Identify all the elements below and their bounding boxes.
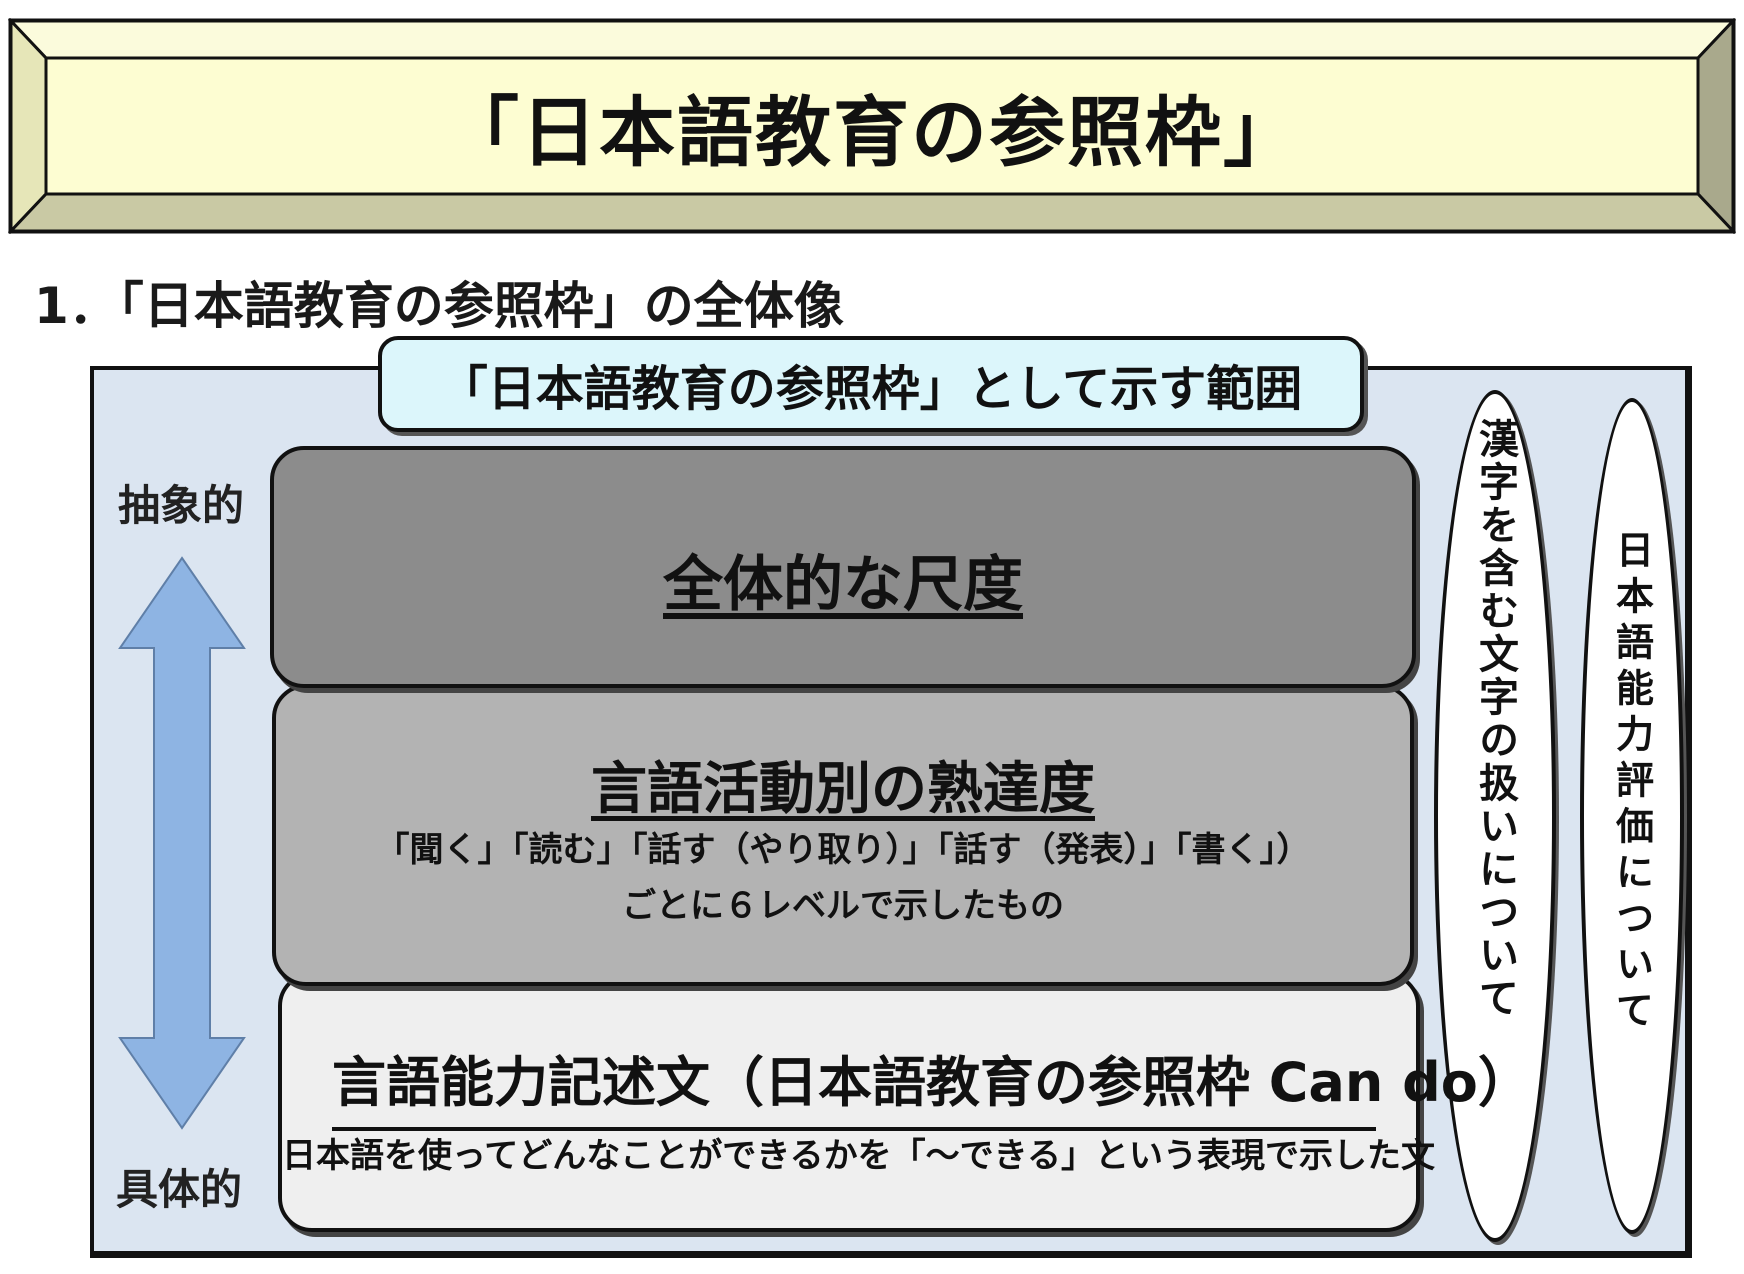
kanji-note-oval: 漢字を含む文字の扱いについて [1434,390,1556,1242]
cando-description: 日本語を使ってどんなことができるかを「～できる」という表現で示した文 [282,1136,1435,1176]
abstract-label: 抽象的 [118,481,245,530]
banner-bevel-frame [8,18,1736,234]
global-scale-layer: 全体的な尺度 [270,446,1416,688]
activity-proficiency-layer: 言語活動別の熟達度 「聞く」「読む」「話す（やり取り）」「話す（発表）」「書く」… [272,684,1414,986]
title-banner: 「日本語教育の参照枠」 [8,18,1736,234]
activity-proficiency-title: 言語活動別の熟達度 [591,757,1095,822]
cando-title: 言語能力記述文（日本語教育の参照枠 Can do） [332,1038,1532,1131]
kanji-note-text: 漢字を含む文字の扱いについて [1472,418,1518,1020]
page-title: 「日本語教育の参照枠」 [443,88,1301,177]
global-scale-title: 全体的な尺度 [663,550,1023,620]
double-arrow-icon [118,556,246,1130]
cando-layer: 言語能力記述文（日本語教育の参照枠 Can do） 日本語を使ってどんなことがで… [278,972,1532,1232]
scope-label: 「日本語教育の参照枠」として示す範囲 [378,336,1364,432]
activity-description-line1: 「聞く」「読む」「話す（やり取り）」「話す（発表）」「書く」） [375,830,1311,870]
concrete-label: 具体的 [116,1165,243,1214]
proficiency-note-text: 日本語能力評価について [1609,530,1654,1036]
proficiency-note-oval: 日本語能力評価について [1580,398,1684,1234]
section-heading: 1．「日本語教育の参照枠」の全体像 [34,277,844,335]
activity-description-line2: ごとに６レベルで示したもの [622,886,1064,926]
